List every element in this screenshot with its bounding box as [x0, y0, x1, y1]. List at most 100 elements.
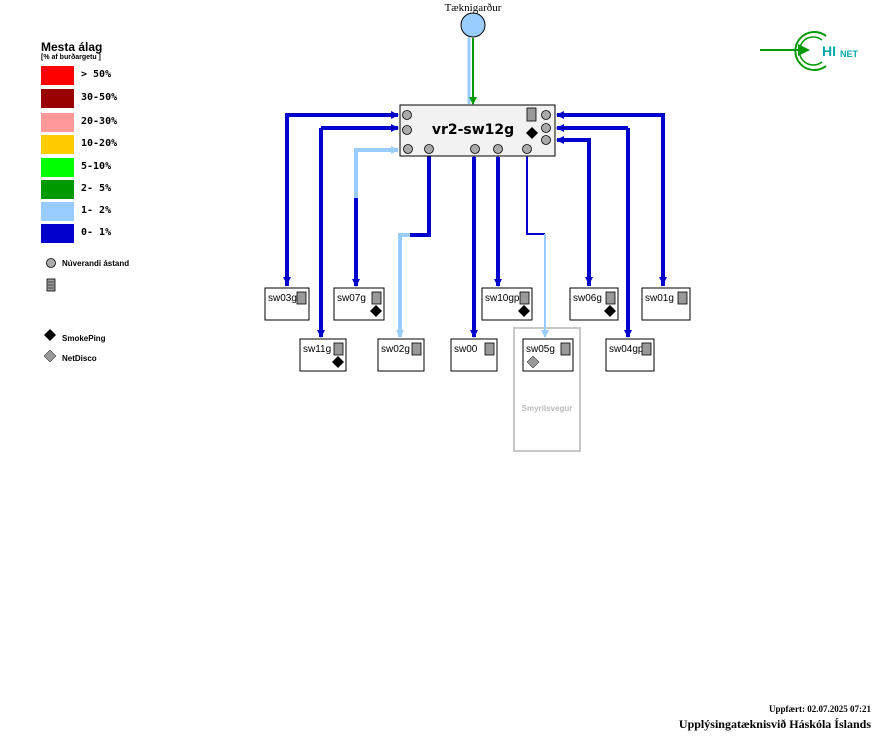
legend-row: 5-10%	[41, 158, 211, 177]
smokeping-icon	[44, 329, 56, 341]
netdisco-icon	[526, 355, 540, 369]
switch-label: sw03g	[268, 293, 297, 304]
legend-swatch	[41, 202, 74, 221]
legend-label: > 50%	[81, 69, 112, 80]
legend-label: 1- 2%	[81, 205, 112, 216]
links	[283, 111, 667, 338]
footer-updated: Uppfært: 02.07.2025 07:21	[769, 704, 871, 714]
switch-sw03g[interactable]: sw03g	[264, 287, 310, 321]
legend-netdisco-label: NetDisco	[62, 354, 97, 363]
legend-swatch	[41, 66, 74, 85]
rrd-icon	[484, 342, 495, 356]
switch-sw00[interactable]: sw00	[450, 338, 498, 372]
upstream-node[interactable]: Tæknigarður	[445, 2, 502, 38]
rrd-icon	[333, 342, 344, 356]
rrd-icon	[296, 291, 307, 305]
smokeping-icon	[370, 305, 382, 317]
legend-row: > 50%	[41, 66, 211, 85]
legend-subtitle: [% af burðargetu ]	[41, 54, 101, 61]
legend-row: 20-30%	[41, 113, 211, 132]
legend-label: 0- 1%	[81, 227, 112, 238]
switch-label: sw05g	[526, 344, 555, 355]
uplink	[465, 31, 477, 105]
link-sw05g	[523, 150, 545, 235]
rrd-icon	[560, 342, 571, 356]
main-switch[interactable]: vr2-sw12g	[399, 104, 556, 157]
updated-label: Uppfært:	[769, 704, 805, 714]
switch-sw05g[interactable]: sw05g	[522, 338, 574, 372]
port-status-icon	[403, 144, 413, 154]
legend-row: 10-20%	[41, 135, 211, 154]
rrd-icon	[526, 107, 537, 122]
smokeping-icon	[604, 305, 616, 317]
legend-swatch	[41, 135, 74, 154]
port-status-icon	[402, 110, 412, 120]
switch-sw11g[interactable]: sw11g	[299, 338, 347, 372]
legend-swatch	[41, 224, 74, 243]
switch-label: sw11g	[303, 344, 331, 355]
legend-title: Mesta álag	[41, 40, 103, 54]
legend: Mesta álag [% af burðargetu ]	[41, 40, 211, 61]
switch-sw01g[interactable]: sw01g	[641, 287, 691, 321]
rrd-icon	[411, 342, 422, 356]
port-status-icon	[522, 144, 532, 154]
link-sw07g	[354, 146, 399, 200]
switch-label: sw10gp	[485, 293, 520, 304]
switch-sw07g[interactable]: sw07g	[333, 287, 385, 321]
legend-label: 2- 5%	[81, 183, 112, 194]
switch-label: sw00	[454, 344, 478, 355]
legend-row: 30-50%	[41, 89, 211, 108]
legend-swatch	[41, 113, 74, 132]
port-status-icon	[424, 144, 434, 154]
current-state-icon	[46, 258, 56, 268]
switch-label: sw06g	[573, 293, 602, 304]
rrd-icon	[371, 291, 382, 305]
legend-swatch	[41, 180, 74, 199]
port-status-icon	[541, 110, 551, 120]
legend-label: 10-20%	[81, 138, 118, 149]
legend-swatch	[41, 158, 74, 177]
legend-symbols	[44, 258, 57, 363]
group-smyrilsvegur: Smyrilsvegur	[513, 327, 581, 452]
legend-smokeping-label: SmokePing	[62, 334, 106, 343]
rrd-icon	[677, 291, 688, 305]
legend-row: 1- 2%	[41, 202, 211, 221]
switch-label: sw04gp	[609, 344, 644, 355]
switch-label: sw07g	[337, 293, 366, 304]
updated-value: 02.07.2025 07:21	[807, 704, 871, 714]
legend-swatch	[41, 89, 74, 108]
link-sw02g	[410, 148, 433, 237]
legend-current-state-label: Núverandi ástand	[62, 259, 130, 268]
legend-row: 2- 5%	[41, 180, 211, 199]
switch-label: sw01g	[645, 293, 674, 304]
link-sw06g	[556, 136, 591, 286]
legend-label: 5-10%	[81, 161, 112, 172]
rrd-icon	[519, 291, 530, 305]
main-switch-label: vr2-sw12g	[432, 122, 514, 138]
rrd-icon	[605, 291, 616, 305]
link-sw03g	[285, 111, 399, 286]
port-status-icon	[470, 144, 480, 154]
logo-subtext: NET	[840, 49, 859, 59]
hinet-logo: HI NET	[760, 31, 859, 71]
upstream-label: Tæknigarður	[445, 2, 502, 14]
switch-sw10gp[interactable]: sw10gp	[481, 287, 533, 321]
group-label: Smyrilsvegur	[522, 404, 573, 413]
port-status-icon	[402, 125, 412, 135]
legend-label: 20-30%	[81, 116, 118, 127]
footer-org: Upplýsingatæknisvið Háskóla Íslands	[678, 717, 871, 731]
smokeping-icon	[332, 356, 344, 368]
port-status-icon	[493, 144, 503, 154]
switch-sw02g[interactable]: sw02g	[377, 338, 425, 372]
smokeping-icon	[526, 127, 538, 139]
switch-sw04gp[interactable]: sw04gp	[605, 338, 655, 372]
port-status-icon	[541, 135, 551, 145]
smokeping-icon	[518, 305, 530, 317]
switch-sw06g[interactable]: sw06g	[569, 287, 619, 321]
rrd-icon	[641, 342, 652, 356]
legend-row: 0- 1%	[41, 224, 211, 243]
switch-label: sw02g	[381, 344, 410, 355]
port-status-icon	[541, 123, 551, 133]
legend-label: 30-50%	[81, 92, 118, 103]
